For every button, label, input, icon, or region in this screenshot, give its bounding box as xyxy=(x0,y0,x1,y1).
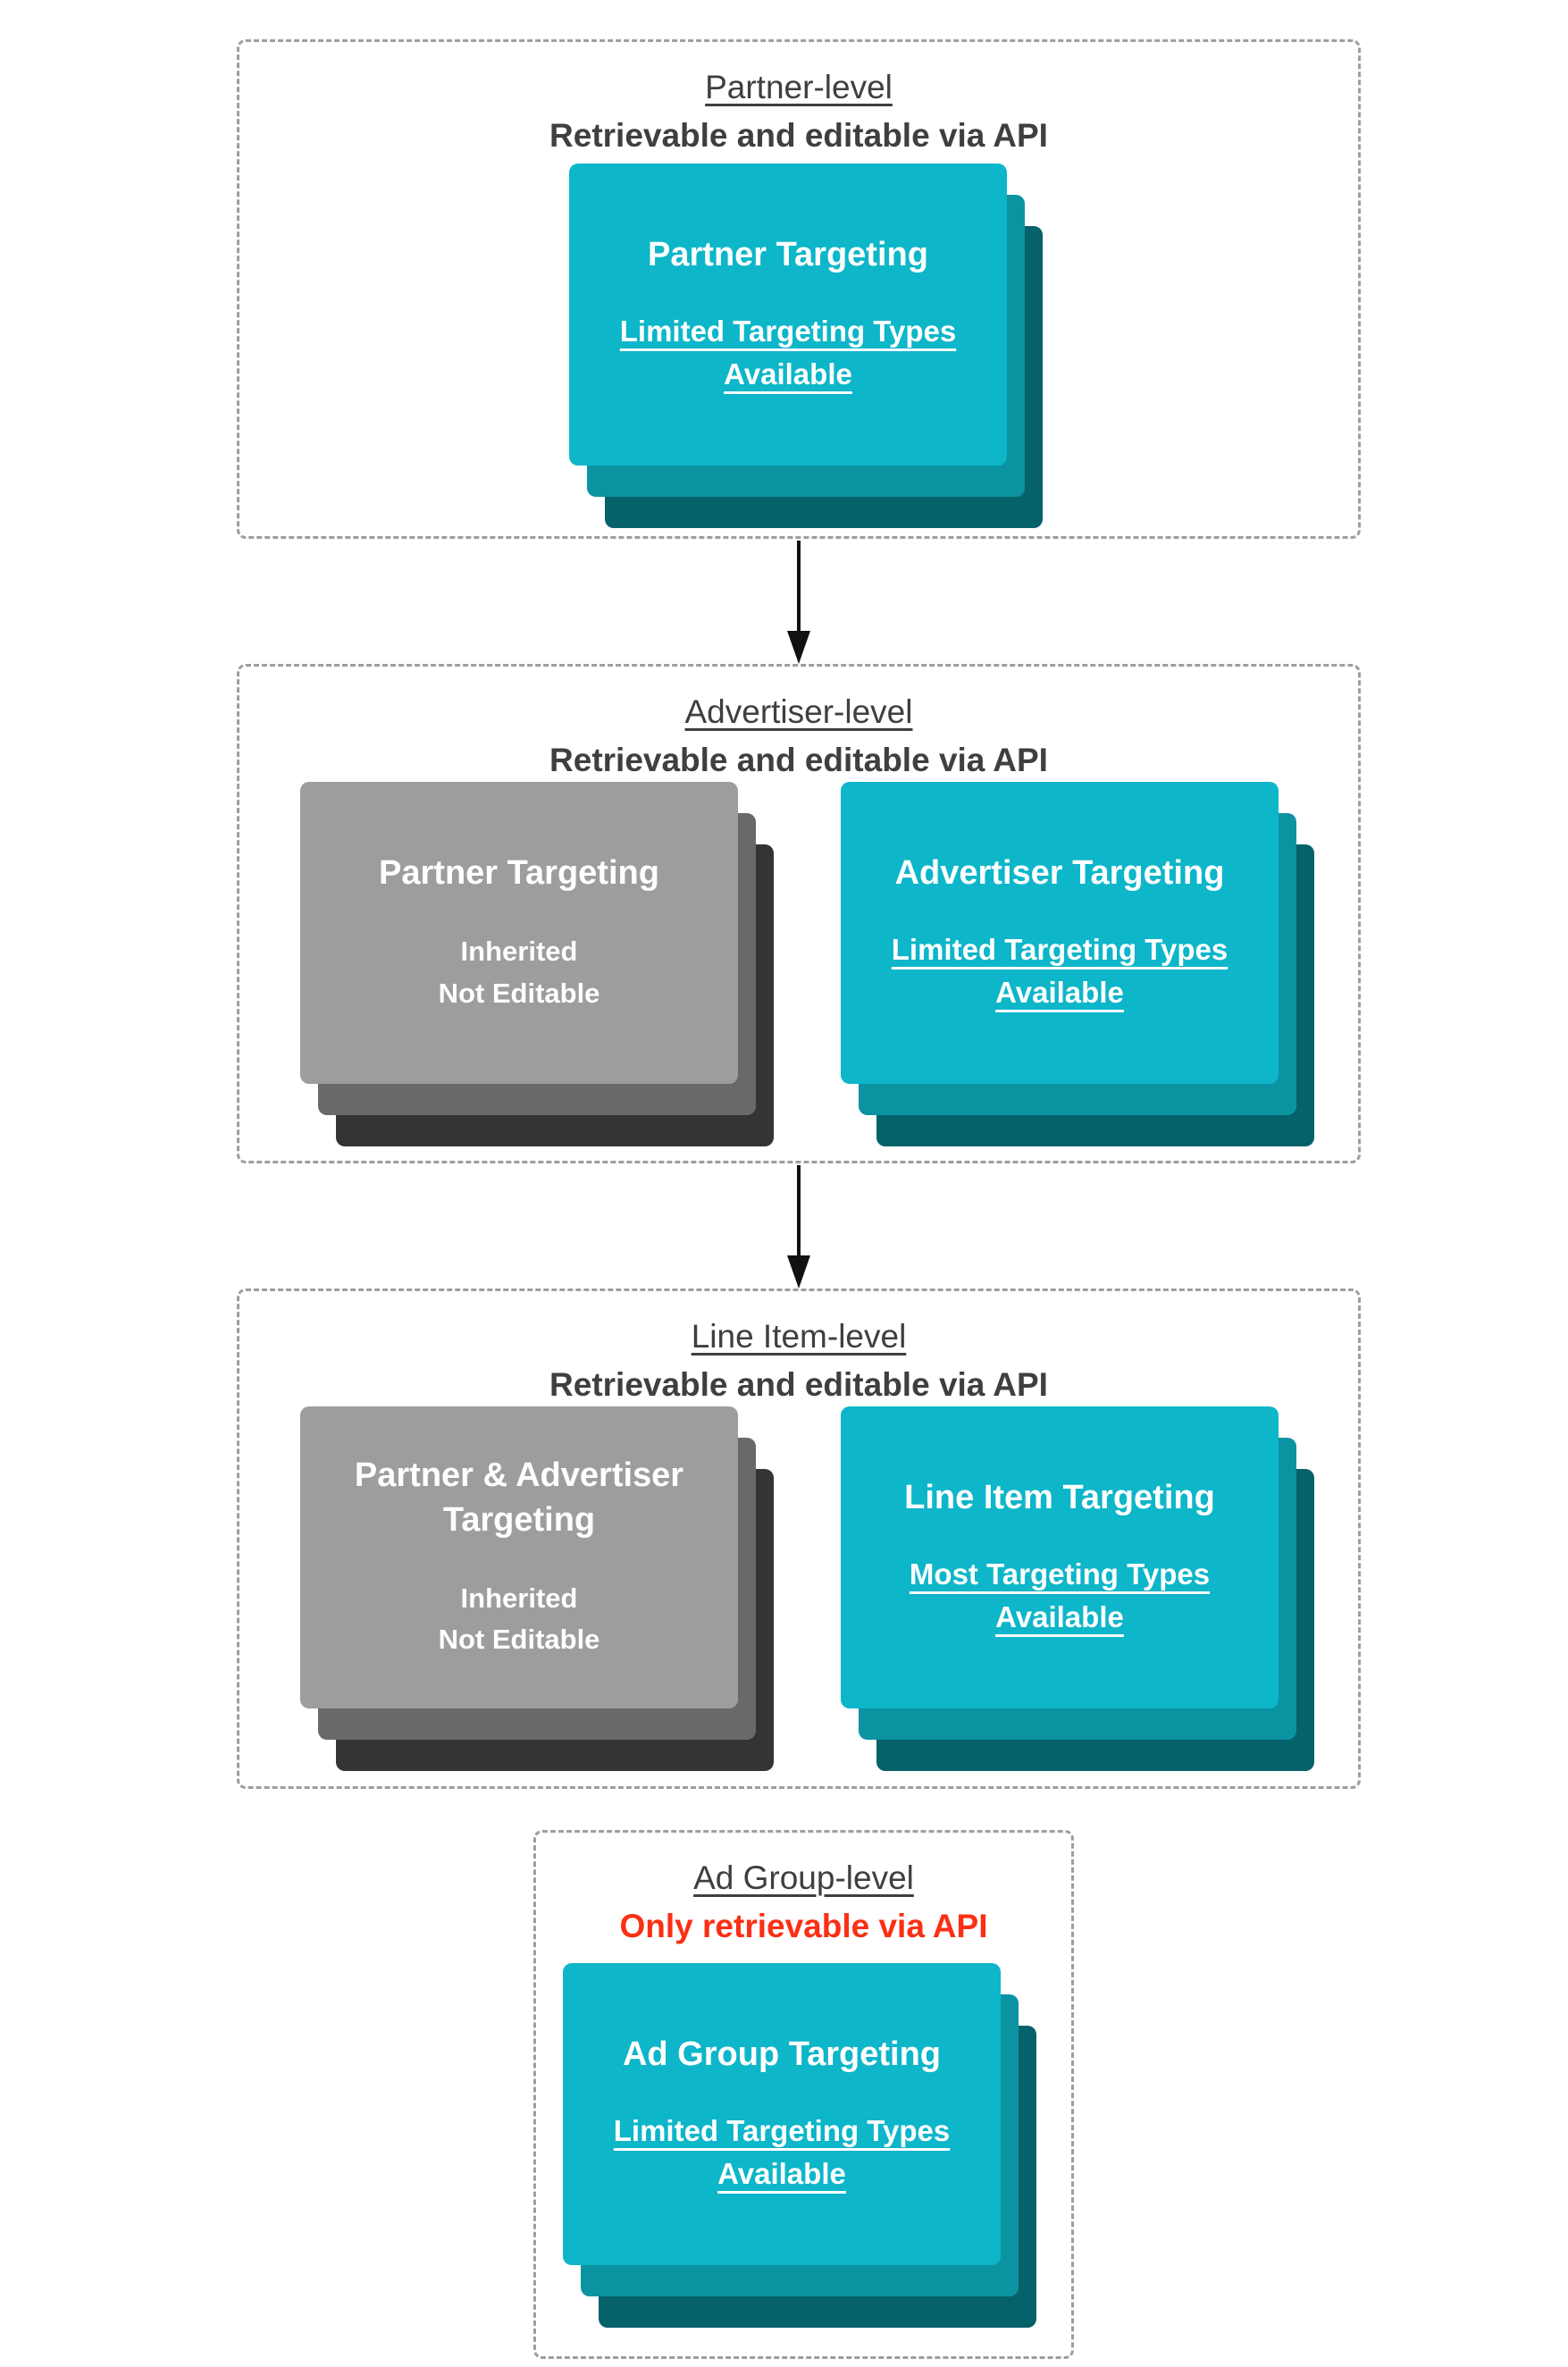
line-item-level-section: Line Item-level Retrievable and editable… xyxy=(237,1288,1361,1789)
card-line-inherited: Inherited xyxy=(460,1582,578,1614)
down-arrow-icon xyxy=(787,541,810,664)
partner-level-header: Partner-level Retrievable and editable v… xyxy=(239,67,1358,157)
advertiser-level-header: Advertiser-level Retrievable and editabl… xyxy=(239,692,1358,782)
inherited-partner-targeting-card-stack: Partner Targeting Inherited Not Editable xyxy=(300,782,774,1146)
card-status-lines: Inherited Not Editable xyxy=(439,1578,600,1661)
section-access-subtitle: Retrievable and editable via API xyxy=(549,117,1048,155)
ad-group-level-header: Ad Group-level Only retrievable via API xyxy=(536,1858,1071,1948)
ad-group-targeting-card: Ad Group Targeting Limited Targeting Typ… xyxy=(563,1963,1001,2265)
partner-level-section: Partner-level Retrievable and editable v… xyxy=(237,39,1361,539)
section-access-subtitle: Only retrievable via API xyxy=(619,1908,988,1945)
card-title: Advertiser Targeting xyxy=(894,854,1225,893)
inherited-partner-advertiser-targeting-card: Partner & Advertiser Targeting Inherited… xyxy=(300,1406,738,1708)
section-level-title: Line Item-level xyxy=(691,1318,907,1355)
inherited-partner-targeting-card: Partner Targeting Inherited Not Editable xyxy=(300,782,738,1084)
section-access-subtitle: Retrievable and editable via API xyxy=(549,1366,1048,1404)
section-access-subtitle: Retrievable and editable via API xyxy=(549,742,1048,779)
section-level-title: Advertiser-level xyxy=(684,693,913,730)
card-status-lines: Inherited Not Editable xyxy=(439,931,600,1014)
advertiser-targeting-card: Advertiser Targeting Limited Targeting T… xyxy=(841,782,1279,1084)
line-item-level-header: Line Item-level Retrievable and editable… xyxy=(239,1316,1358,1406)
line-item-targeting-card: Line Item Targeting Most Targeting Types… xyxy=(841,1406,1279,1708)
card-subtitle: Limited Targeting Types Available xyxy=(891,932,1228,1009)
card-subtitle: Limited Targeting Types Available xyxy=(613,2113,951,2190)
partner-targeting-card-stack: Partner Targeting Limited Targeting Type… xyxy=(569,164,1043,528)
ad-group-targeting-card-stack: Ad Group Targeting Limited Targeting Typ… xyxy=(563,1963,1036,2328)
card-line-not-editable: Not Editable xyxy=(438,977,600,1009)
down-arrow-icon xyxy=(787,1165,810,1288)
section-level-title: Partner-level xyxy=(705,69,893,105)
card-title: Partner Targeting xyxy=(648,236,928,274)
advertiser-targeting-card-stack: Advertiser Targeting Limited Targeting T… xyxy=(841,782,1314,1146)
card-line-inherited: Inherited xyxy=(460,936,578,968)
card-line-not-editable: Not Editable xyxy=(438,1624,600,1656)
card-subtitle: Most Targeting Types Available xyxy=(909,1557,1211,1633)
card-title: Partner & Advertiser Targeting xyxy=(354,1456,684,1539)
card-title: Partner Targeting xyxy=(379,853,659,892)
line-item-targeting-card-stack: Line Item Targeting Most Targeting Types… xyxy=(841,1406,1314,1771)
card-title: Line Item Targeting xyxy=(904,1479,1215,1517)
card-subtitle: Limited Targeting Types Available xyxy=(619,314,957,390)
partner-targeting-card: Partner Targeting Limited Targeting Type… xyxy=(569,164,1007,466)
inherited-partner-advertiser-targeting-card-stack: Partner & Advertiser Targeting Inherited… xyxy=(300,1406,774,1771)
section-level-title: Ad Group-level xyxy=(693,1859,914,1896)
ad-group-level-section: Ad Group-level Only retrievable via API … xyxy=(533,1830,1074,2359)
advertiser-level-section: Advertiser-level Retrievable and editabl… xyxy=(237,664,1361,1163)
card-title: Ad Group Targeting xyxy=(622,2035,942,2074)
